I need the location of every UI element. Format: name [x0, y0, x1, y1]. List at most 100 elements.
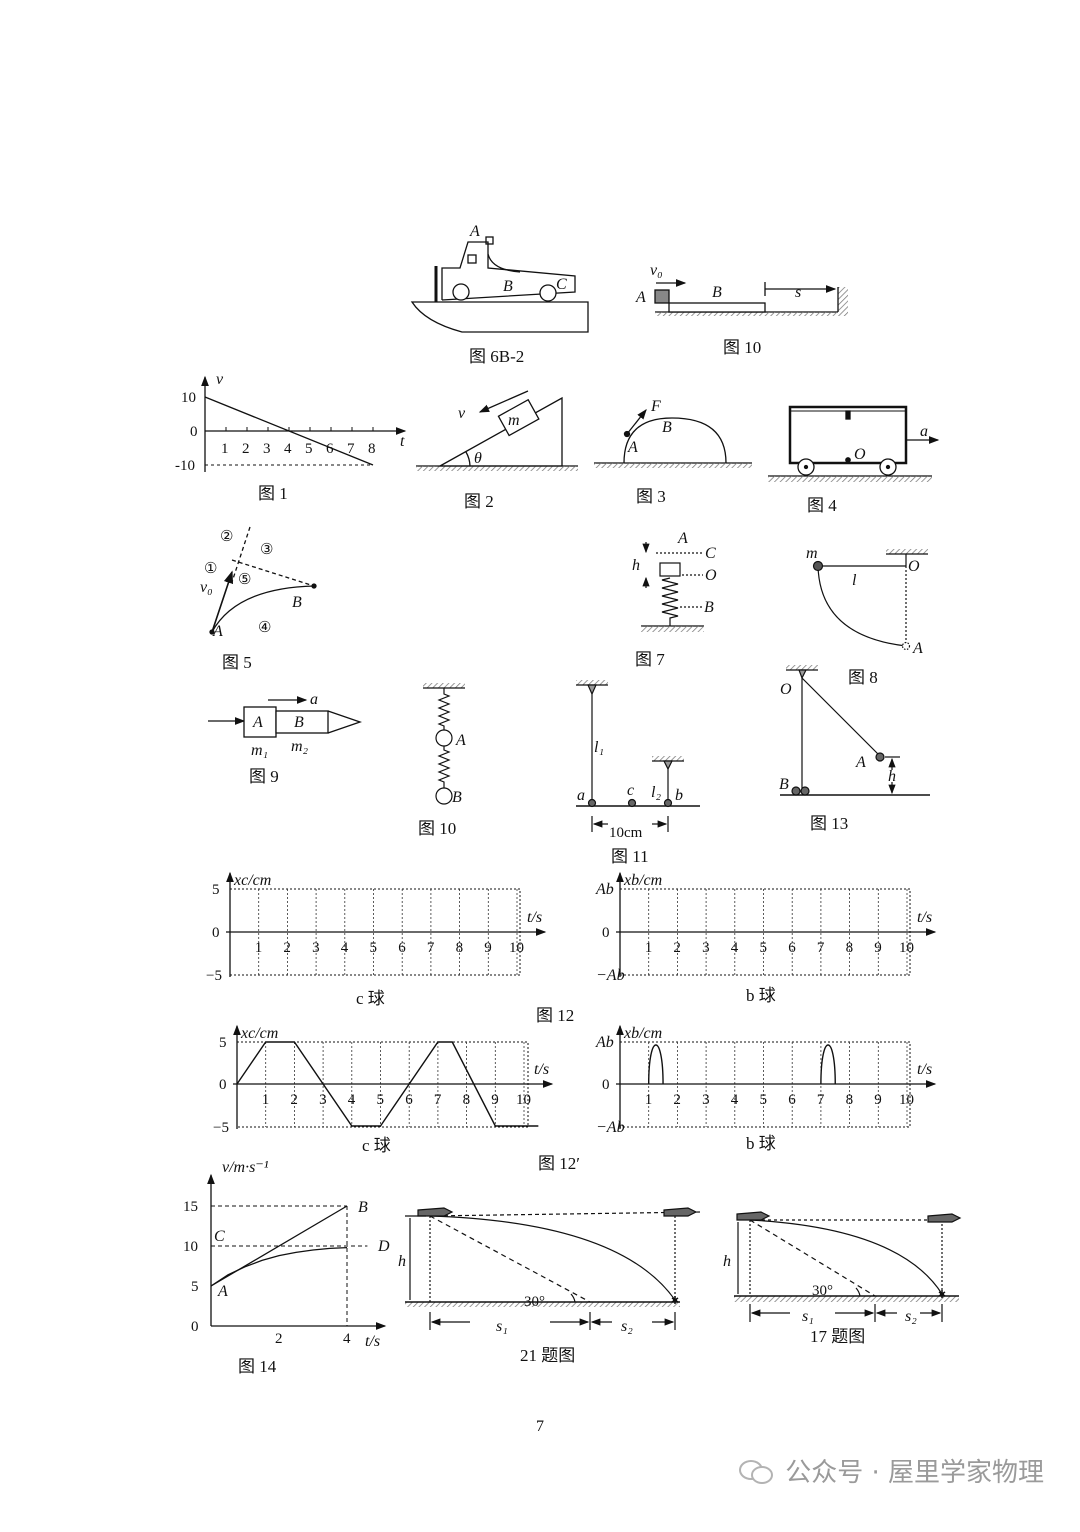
svg-text:l: l: [852, 572, 857, 589]
pulse-curve: [820, 1044, 836, 1085]
x-tick-label: 8: [368, 441, 376, 457]
svg-text:v: v: [458, 405, 466, 422]
svg-text:a: a: [577, 787, 585, 804]
svg-text:m₁: m₁: [251, 742, 268, 759]
svg-text:C: C: [705, 545, 716, 562]
y-tick-label: 10: [181, 390, 196, 406]
caption-fig21: 21 题图: [520, 1346, 575, 1365]
subcaption-fig12-b: b 球: [746, 986, 776, 1005]
svg-text:s₁: s₁: [496, 1318, 508, 1335]
x-tick-label: 3: [312, 940, 320, 956]
x-tick-label: 4: [343, 1331, 351, 1347]
y-tick-label: 0: [212, 925, 220, 941]
svg-text:h: h: [632, 557, 640, 574]
svg-text:O: O: [780, 681, 792, 698]
svg-text:30°: 30°: [524, 1294, 545, 1310]
caption-fig11: 图 11: [611, 847, 649, 866]
figure-6b2: A B C: [410, 223, 589, 333]
y-tick-label: 15: [183, 1199, 198, 1215]
svg-text:A: A: [855, 754, 866, 771]
y-tick-label: 0: [602, 1077, 610, 1093]
wechat-icon: [739, 1458, 774, 1484]
svg-text:A: A: [455, 732, 466, 749]
svg-text:B: B: [712, 284, 722, 301]
figure-11-pendulums: l₁ l₂ a c b 10cm: [576, 680, 700, 841]
x-tick-label: 8: [463, 1092, 471, 1108]
y-axis-label: xc/cm: [240, 1025, 278, 1042]
x-tick-label: 8: [846, 940, 854, 956]
svg-text:B: B: [704, 599, 714, 616]
y-axis-label: xb/cm: [623, 872, 662, 889]
x-tick-label: 8: [456, 940, 464, 956]
svg-text:m: m: [508, 412, 520, 429]
x-axis-label: t: [400, 433, 405, 450]
svg-text:v₀: v₀: [650, 262, 663, 279]
airplane-icon: [927, 1213, 962, 1223]
x-tick-label: 6: [398, 940, 406, 956]
x-tick-label: 1: [645, 940, 653, 956]
caption-fig1: 图 1: [258, 484, 288, 503]
truck-body: [441, 241, 576, 301]
svg-text:l₂: l₂: [651, 784, 661, 801]
svg-text:a: a: [920, 423, 928, 440]
x-tick-label: 2: [673, 1092, 681, 1108]
x-tick-label: 2: [290, 1092, 298, 1108]
x-tick-label: 3: [702, 1092, 710, 1108]
y-tick-label: 0: [191, 1319, 199, 1335]
subcaption-fig12p-c: c 球: [362, 1136, 391, 1155]
caption-fig10-bottom: 图 10: [418, 819, 456, 838]
explosion-icon: [938, 1290, 946, 1298]
svg-text:O: O: [908, 558, 920, 575]
y-tick-label: 0: [190, 424, 198, 440]
svg-text:A: A: [677, 530, 688, 547]
label-B: B: [503, 278, 513, 295]
svg-text:m₂: m₂: [291, 738, 309, 755]
x-tick-label: 1: [645, 1092, 653, 1108]
svg-text:A: A: [627, 439, 638, 456]
y-tick-label: −5: [206, 968, 222, 984]
x-axis-label: t/s: [534, 1061, 549, 1078]
y-tick-label: −Ab: [596, 967, 625, 984]
airplane-icon: [417, 1207, 454, 1217]
figure-5-trajectory: ② ③ ① ⑤ ④ v₀ B A: [200, 526, 317, 640]
svg-text:c: c: [627, 782, 634, 799]
x-tick-label: 7: [347, 441, 355, 457]
truck-ramp: [487, 253, 521, 273]
caption-fig3: 图 3: [636, 487, 666, 506]
x-tick-label: 1: [255, 940, 263, 956]
svg-text:θ: θ: [474, 450, 482, 467]
y-axis-label: xb/cm: [623, 1025, 662, 1042]
svg-text:B: B: [779, 776, 789, 793]
y-axis-label: xc/cm: [233, 872, 271, 889]
x-tick-label: 4: [341, 940, 349, 956]
x-tick-label: 2: [283, 940, 291, 956]
x-tick-label: 7: [817, 940, 825, 956]
label-C: C: [556, 276, 567, 293]
x-tick-label: 3: [319, 1092, 327, 1108]
wheel: [539, 284, 557, 302]
y-tick-label: 5: [191, 1279, 199, 1295]
subcaption-fig12-c: c 球: [356, 989, 385, 1008]
figure-2-incline: v m θ: [416, 390, 578, 471]
svg-text:③: ③: [260, 542, 273, 558]
x-axis-label: t/s: [917, 909, 932, 926]
caption-fig17: 17 题图: [810, 1327, 865, 1346]
wheel: [452, 283, 470, 301]
svg-text:h: h: [888, 768, 896, 785]
svg-text:⑤: ⑤: [238, 572, 251, 588]
y-tick-label: Ab: [595, 1034, 614, 1051]
watermark-text: 公众号 · 屋里学家物理: [785, 1458, 1044, 1488]
svg-text:A: A: [252, 714, 263, 731]
svg-text:s₂: s₂: [905, 1308, 917, 1325]
caption-fig13: 图 13: [810, 814, 848, 833]
x-tick-label: 2: [275, 1331, 283, 1347]
svg-text:10cm: 10cm: [609, 825, 643, 841]
x-tick-label: 10: [899, 940, 914, 956]
svg-text:B: B: [452, 789, 462, 806]
x-tick-label: 8: [846, 1092, 854, 1108]
